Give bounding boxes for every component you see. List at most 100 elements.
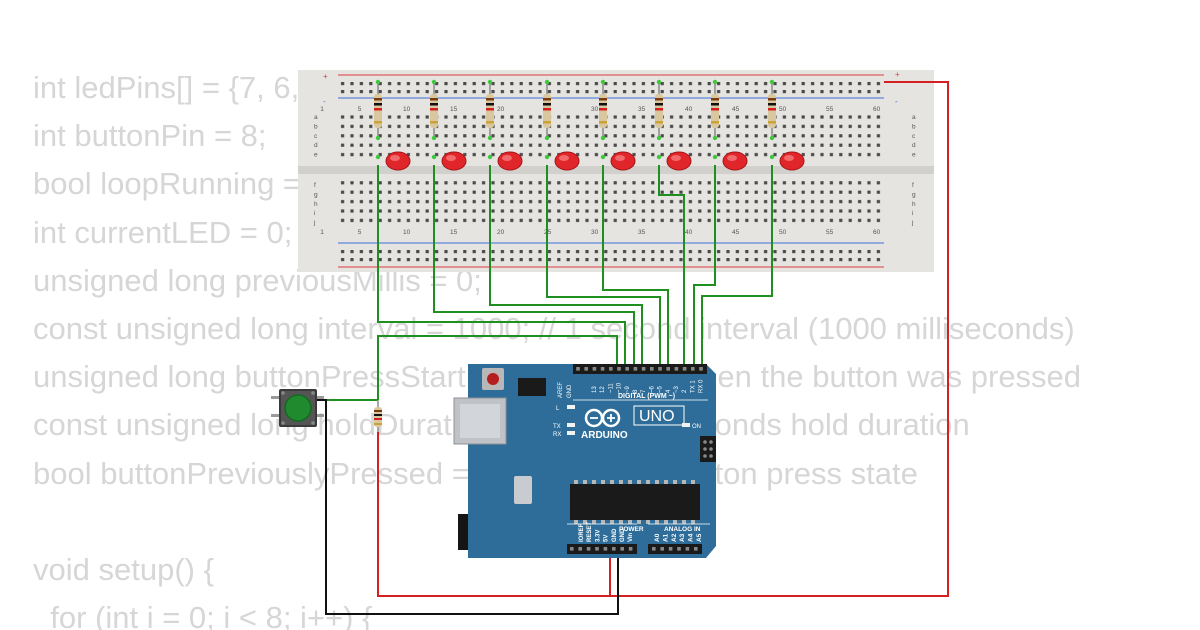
resistor-band — [486, 103, 494, 106]
digital-header-label: DIGITAL (PWM ~) — [618, 393, 675, 400]
column-number: 30 — [591, 106, 599, 113]
microcontroller-chip — [570, 484, 700, 520]
code-line: const unsigned long interval = 1000; // … — [33, 311, 1075, 346]
resistor-band — [374, 98, 382, 101]
pulldown-resistor — [374, 400, 382, 432]
digital-header — [573, 364, 707, 374]
led — [722, 151, 748, 171]
row-letter: b — [314, 123, 318, 130]
chip-pin — [691, 480, 695, 484]
row-letter: e — [314, 152, 318, 159]
button-leg — [314, 396, 324, 399]
rail-plus-label: + — [895, 70, 900, 79]
pin-hole — [677, 547, 681, 551]
on-led — [682, 423, 690, 427]
resistor-band — [374, 103, 382, 106]
pin-hole — [660, 547, 664, 551]
connection-dot — [487, 79, 493, 85]
chip-pin — [646, 520, 650, 524]
connection-dot — [769, 154, 775, 160]
pin-hole — [633, 367, 638, 371]
pin-hole — [586, 547, 591, 551]
pin-hole — [576, 367, 580, 371]
connection-dot — [431, 154, 437, 160]
resistor — [711, 94, 719, 128]
wire-led-8 — [701, 165, 773, 368]
chip-pin — [628, 480, 632, 484]
chip-pin — [673, 480, 677, 484]
resistor-band — [374, 121, 382, 124]
pin-hole — [685, 547, 690, 551]
resistor-band — [655, 108, 663, 111]
row-letter: h — [314, 201, 318, 208]
button-screw — [281, 421, 285, 425]
chip-pin — [610, 520, 614, 524]
row-letter: i — [912, 210, 913, 217]
column-number: 35 — [638, 106, 646, 113]
digital-pin-label: ~3 — [674, 385, 680, 393]
pin-hole — [674, 367, 679, 371]
digital-pin-label: TX 1 — [690, 380, 696, 393]
resistor-band — [711, 121, 719, 124]
chip-pin — [637, 520, 641, 524]
bottom-terminal-holes — [338, 180, 884, 228]
push-button[interactable] — [271, 389, 324, 427]
chip-pin — [619, 520, 623, 524]
column-number: 40 — [685, 229, 693, 236]
led — [385, 151, 411, 171]
chip-pin — [664, 480, 668, 484]
l-led — [567, 405, 575, 409]
resistor-band — [655, 121, 663, 124]
pin-hole — [625, 367, 629, 371]
resistor-band — [599, 108, 607, 111]
brand-label: ARDUINO — [581, 430, 628, 441]
chip-pin — [673, 520, 677, 524]
rail-minus-label: - — [323, 97, 326, 106]
wire-led-4 — [546, 165, 661, 368]
resistor-band — [543, 103, 551, 106]
column-number: 60 — [873, 229, 881, 236]
digital-pin-label: RX 0 — [699, 379, 705, 393]
button-cap[interactable] — [284, 394, 312, 422]
reset-button[interactable] — [487, 373, 499, 385]
connection-dot — [769, 135, 775, 141]
row-letter: f — [912, 182, 914, 189]
chip-pin — [646, 480, 650, 484]
led-highlight — [615, 155, 625, 161]
analog-pin-label: A2 — [671, 533, 678, 542]
top-terminal-holes — [338, 112, 884, 160]
chip-pin — [655, 480, 659, 484]
column-number: 50 — [779, 106, 787, 113]
wire-led-1 — [377, 165, 626, 368]
button-screw — [311, 421, 315, 425]
row-letter: g — [912, 191, 916, 198]
column-number: 35 — [638, 229, 646, 236]
code-line: int currentLED = 0; — [33, 214, 293, 250]
resistor-band — [543, 98, 551, 101]
connection-dot — [712, 154, 718, 160]
analog-pin-label: A5 — [696, 533, 703, 542]
pin-hole — [609, 367, 613, 371]
digital-pin-label: ~10 — [617, 382, 623, 393]
pin-hole — [699, 367, 703, 371]
digital-pin-label: ~6 — [649, 385, 655, 393]
digital-pin-label: ~9 — [625, 385, 631, 393]
digital-pin-label: 8 — [633, 389, 639, 393]
connection-dot — [600, 79, 606, 85]
resistor-band — [486, 108, 494, 111]
column-number: 55 — [826, 106, 834, 113]
power-pin-label: 5V — [604, 535, 610, 542]
wire-led-6 — [658, 165, 685, 368]
button-leg — [271, 414, 281, 417]
chip-pins — [574, 480, 695, 524]
digital-pin-label: 4 — [666, 389, 672, 393]
column-number: 5 — [358, 229, 362, 236]
connection-dot — [544, 135, 550, 141]
connection-dot — [712, 79, 718, 85]
bottom-pin-holes — [570, 547, 698, 551]
icsp-right — [700, 436, 716, 462]
resistor-band — [543, 108, 551, 111]
l-label: L — [556, 406, 560, 412]
led-highlight — [446, 155, 456, 161]
